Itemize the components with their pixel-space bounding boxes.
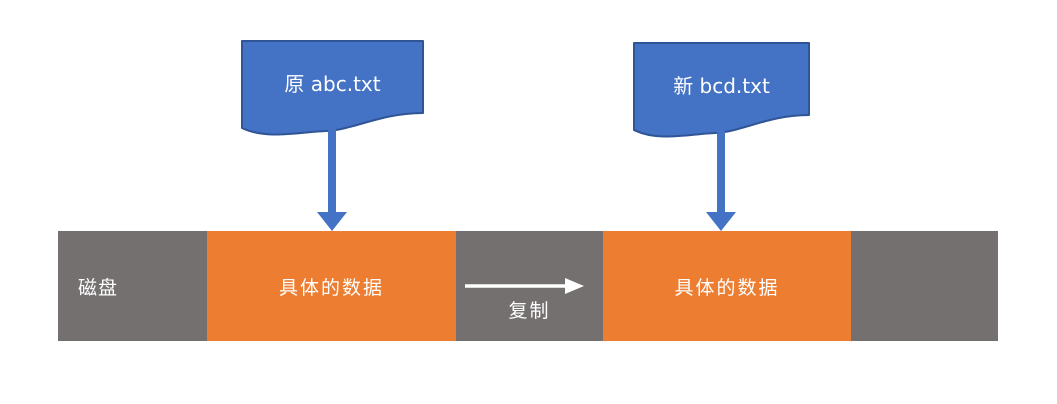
source-file-shape: 原 abc.txt xyxy=(241,40,424,142)
source-file-label: 原 abc.txt xyxy=(284,71,381,96)
right-arrow-icon xyxy=(465,278,584,294)
copy-action-label: 复制 xyxy=(508,300,551,322)
dest-data-label: 具体的数据 xyxy=(674,276,780,299)
disk-label: 磁盘 xyxy=(78,276,119,299)
document-wave-icon xyxy=(633,42,810,138)
dest-file-label: 新 bcd.txt xyxy=(673,73,770,98)
down-arrow-icon xyxy=(706,126,736,231)
dest-file-shape: 新 bcd.txt xyxy=(633,42,810,144)
source-data-label: 具体的数据 xyxy=(278,276,384,299)
dest-data-block: 具体的数据 xyxy=(603,231,851,341)
document-wave-icon xyxy=(241,40,424,136)
source-data-block: 具体的数据 xyxy=(207,231,456,341)
down-arrow-icon xyxy=(317,126,347,231)
